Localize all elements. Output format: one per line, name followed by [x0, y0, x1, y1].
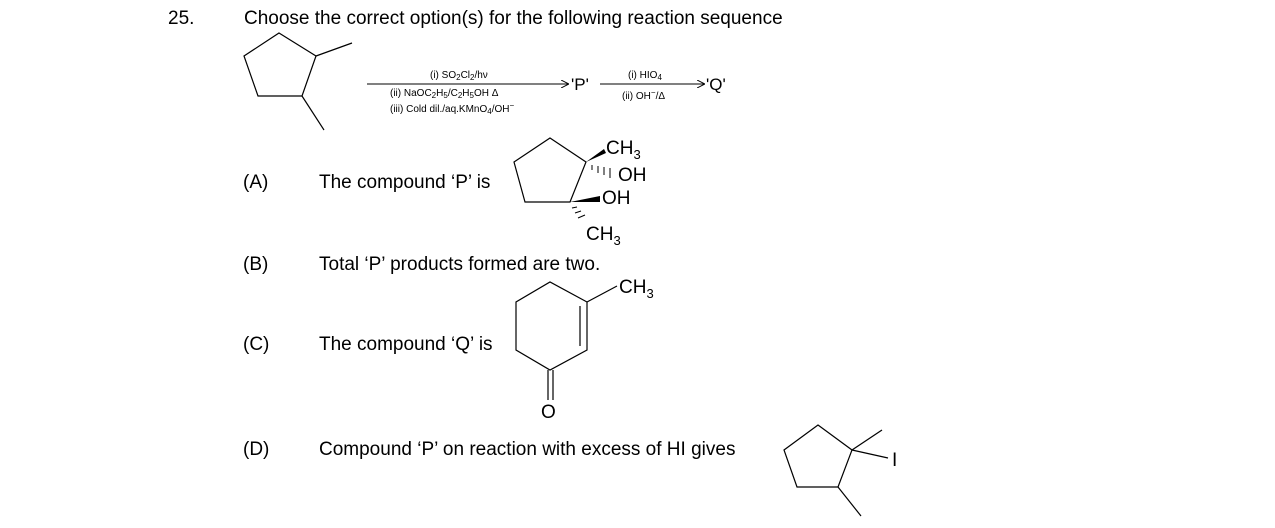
- reagent-step1-iii: (iii) Cold dil./aq.KMnO4/OH−: [390, 101, 515, 116]
- option-b-text: Total ‘P’ products formed are two.: [319, 254, 601, 275]
- option-c-text: The compound ‘Q’ is: [319, 334, 493, 355]
- option-c-structure: CH3 O: [515, 277, 654, 423]
- oxygen-label: O: [541, 402, 556, 423]
- reagent-step2-ii: (ii) OH−/Δ: [622, 88, 665, 102]
- reaction-arrow-1: (i) SO2Cl2/hν (ii) NaOC2H5/C2H5OH Δ (iii…: [367, 70, 568, 116]
- ch3-label: CH3: [619, 277, 654, 301]
- option-c-label: (C): [243, 334, 270, 355]
- ch3-bottom-label: CH3: [586, 224, 621, 248]
- reagent-step1-i: (i) SO2Cl2/hν: [430, 70, 488, 82]
- product-p-label: 'P': [571, 75, 589, 94]
- option-d-structure: I: [783, 424, 897, 517]
- question-text: Choose the correct option(s) for the fol…: [244, 8, 783, 29]
- reagent-step2-i: (i) HIO4: [628, 70, 662, 82]
- ch3-top-label: CH3: [606, 138, 641, 162]
- option-d-label: (D): [243, 439, 270, 460]
- question-number: 25.: [168, 8, 195, 29]
- reagent-step1-ii: (ii) NaOC2H5/C2H5OH Δ: [390, 88, 499, 100]
- option-d-text: Compound ‘P’ on reaction with excess of …: [319, 439, 736, 460]
- product-q-label: 'Q': [706, 75, 726, 94]
- iodine-label: I: [892, 450, 897, 471]
- option-b-label: (B): [243, 254, 269, 275]
- option-a-structure: CH3 OH OH CH3: [513, 137, 647, 248]
- oh-bottom-label: OH: [602, 188, 631, 209]
- oh-top-label: OH: [618, 165, 647, 186]
- starting-material-structure: [243, 32, 353, 131]
- option-a-label: (A): [243, 172, 269, 193]
- reaction-arrow-2: (i) HIO4 (ii) OH−/Δ: [600, 70, 704, 102]
- option-a-text: The compound ‘P’ is: [319, 172, 491, 193]
